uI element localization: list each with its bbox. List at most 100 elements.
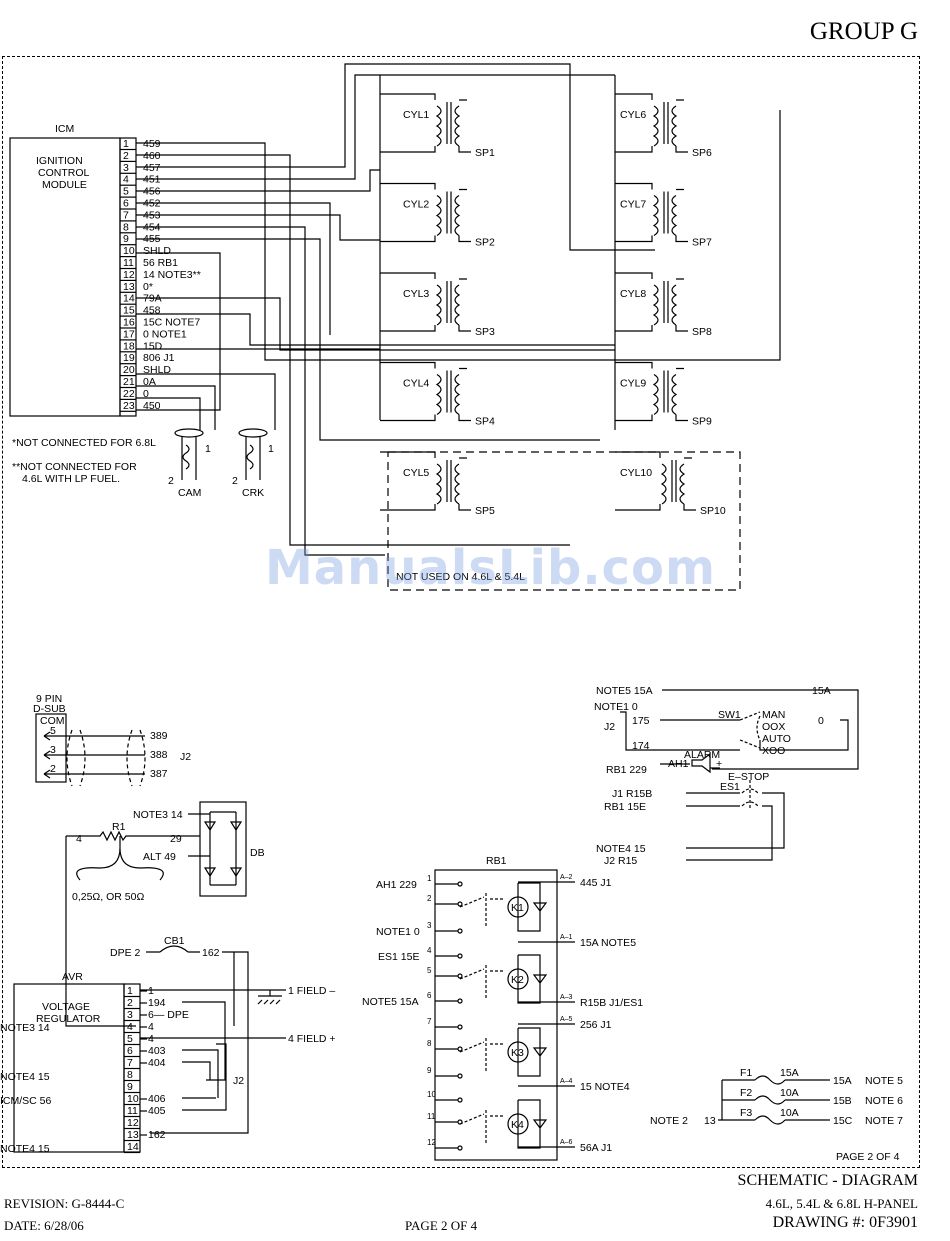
icm-pin-8: 8 — [123, 221, 129, 233]
dsub-box — [35, 713, 67, 783]
switch-wiring — [620, 689, 859, 861]
footer-drawing: DRAWING #: 0F3901 — [772, 1214, 918, 1231]
avr-wire-6: 403 — [148, 1045, 166, 1057]
icm-wire-23: 450 — [143, 400, 161, 412]
ignition-coils: CYL1SP1CYL2SP2CYL3SP3CYL4SP4CYL5SP5CYL6S… — [380, 93, 726, 517]
dsub-wire-387: 387 — [150, 768, 168, 780]
icm-pin-19: 19 — [123, 352, 135, 364]
spark-sp5: SP5 — [475, 505, 495, 517]
spark-sp6: SP6 — [692, 147, 712, 159]
icm-note-1: *NOT CONNECTED FOR 6.8L — [12, 437, 156, 449]
alarm-symbol — [691, 752, 711, 774]
rb1-right-4: 15 NOTE4 — [580, 1081, 630, 1093]
sw-rb1b: RB1 15E — [604, 801, 646, 813]
icm-title-line: IGNITION — [36, 155, 83, 167]
db-box — [199, 801, 247, 897]
footer-revision: REVISION: G-8444-C — [4, 1196, 125, 1211]
icm-pin-14: 14 — [123, 293, 135, 305]
icm-pin-12: 12 — [123, 269, 135, 281]
rb1-pin-2: 2 — [427, 894, 432, 903]
rb1-box — [434, 869, 558, 1161]
unused-note: NOT USED ON 4.6L & 5.4L — [396, 571, 525, 583]
sw-man: MAN — [762, 709, 785, 721]
alarm-plus: + — [716, 758, 722, 770]
rb1-pin-6: 6 — [427, 991, 432, 1000]
icm-wire-4: 451 — [143, 174, 161, 186]
cb1-dpe: DPE 2 — [110, 947, 141, 959]
rb1-right-pin: A–2 — [560, 874, 573, 881]
spark-sp3: SP3 — [475, 326, 495, 338]
rb1-right-pin: A–1 — [560, 934, 573, 941]
sw1-label: SW1 — [718, 709, 741, 721]
spark-sp8: SP8 — [692, 326, 712, 338]
es1-label: ES1 — [720, 781, 740, 793]
icm-coil-wiring — [136, 63, 781, 556]
dsub-wire-389: 389 — [150, 730, 168, 742]
r1-label: R1 — [112, 821, 126, 833]
sw-175: 175 — [632, 715, 650, 727]
avr-pin-5: 5 — [127, 1033, 133, 1045]
rb1-right-3: 256 J1 — [580, 1019, 612, 1031]
avr-pin-8: 8 — [127, 1069, 133, 1081]
icm-pin-6: 6 — [123, 198, 129, 210]
avr-wiring — [140, 989, 286, 1111]
rb1-right-2: R15B J1/ES1 — [580, 997, 643, 1009]
diagram-frame — [2, 56, 920, 1168]
dsub-title-2: D-SUB — [33, 703, 66, 715]
db-note3: NOTE3 14 — [133, 809, 183, 821]
fuse-f1: F1 — [740, 1067, 752, 1079]
avr-j2: J2 — [233, 1075, 244, 1087]
avr-wire-7: 404 — [148, 1057, 166, 1069]
estop-label: E–STOP — [728, 771, 769, 783]
dsub-com: COM — [40, 715, 65, 727]
coil-cyl8: CYL8 — [620, 288, 646, 300]
avr-pin-3: 3 — [127, 1009, 133, 1021]
rb1-right-pin: A–3 — [560, 994, 573, 1001]
dsub-j2: J2 — [180, 751, 191, 763]
estop-symbol — [741, 780, 759, 808]
rb1-pin-7: 7 — [427, 1017, 432, 1026]
ground-symbol — [257, 990, 282, 1005]
alt-label: ALT 49 — [143, 851, 176, 863]
avr-pin-11: 11 — [127, 1105, 138, 1117]
cb1-162: 162 — [202, 947, 220, 959]
spark-sp2: SP2 — [475, 237, 495, 249]
rb1-pin-4: 4 — [427, 946, 432, 955]
coil-cyl5: CYL5 — [403, 467, 429, 479]
avr-pin-6: 6 — [127, 1045, 133, 1057]
footer-subtitle: 4.6L, 5.4L & 6.8L H-PANEL — [765, 1196, 918, 1211]
rb1-pin-9: 9 — [427, 1066, 432, 1075]
cb1-breaker — [146, 945, 200, 953]
icm-pin-17: 17 — [123, 328, 135, 340]
fuse-note-1: NOTE 6 — [865, 1095, 903, 1107]
fuse-13: 13 — [704, 1115, 716, 1127]
sw-174: 174 — [632, 740, 650, 752]
crk-pin-2: 2 — [232, 475, 238, 487]
rb1-pin-8: 8 — [427, 1039, 432, 1048]
fuse-note-2: NOTE 7 — [865, 1115, 903, 1127]
rb1-left-4: ES1 15E — [378, 951, 419, 963]
sw-0: 0 — [818, 715, 824, 727]
icm-title-line: CONTROL — [38, 167, 89, 179]
fuse-out-2: 15C — [833, 1115, 853, 1127]
rb1-left-1: AH1 229 — [376, 879, 417, 891]
fuse-f2: F2 — [740, 1087, 752, 1099]
relay-contact-K3 — [459, 1038, 504, 1072]
coil-cyl6: CYL6 — [620, 109, 646, 121]
rb1-right-pin: A–5 — [560, 1016, 573, 1023]
icm-pin-3: 3 — [123, 162, 129, 174]
avr-pin-10: 10 — [127, 1093, 139, 1105]
rb1-right-5: 56A J1 — [580, 1142, 612, 1154]
field-plus: 4 FIELD + — [288, 1033, 336, 1045]
spark-sp4: SP4 — [475, 416, 495, 428]
fuse-wiring — [718, 1075, 830, 1125]
dsub-pin-3: 3 — [50, 744, 56, 756]
icm-wire-17: 0 NOTE1 — [143, 328, 187, 340]
icm-pin-4: 4 — [123, 174, 129, 186]
cb1-label: CB1 — [164, 935, 185, 947]
icm-wire-1: 459 — [143, 138, 161, 150]
icm-wire-11: 56 RB1 — [143, 257, 178, 269]
fuse-rating-0: 15A — [780, 1067, 799, 1079]
fuse-note-0: NOTE 5 — [865, 1075, 903, 1087]
